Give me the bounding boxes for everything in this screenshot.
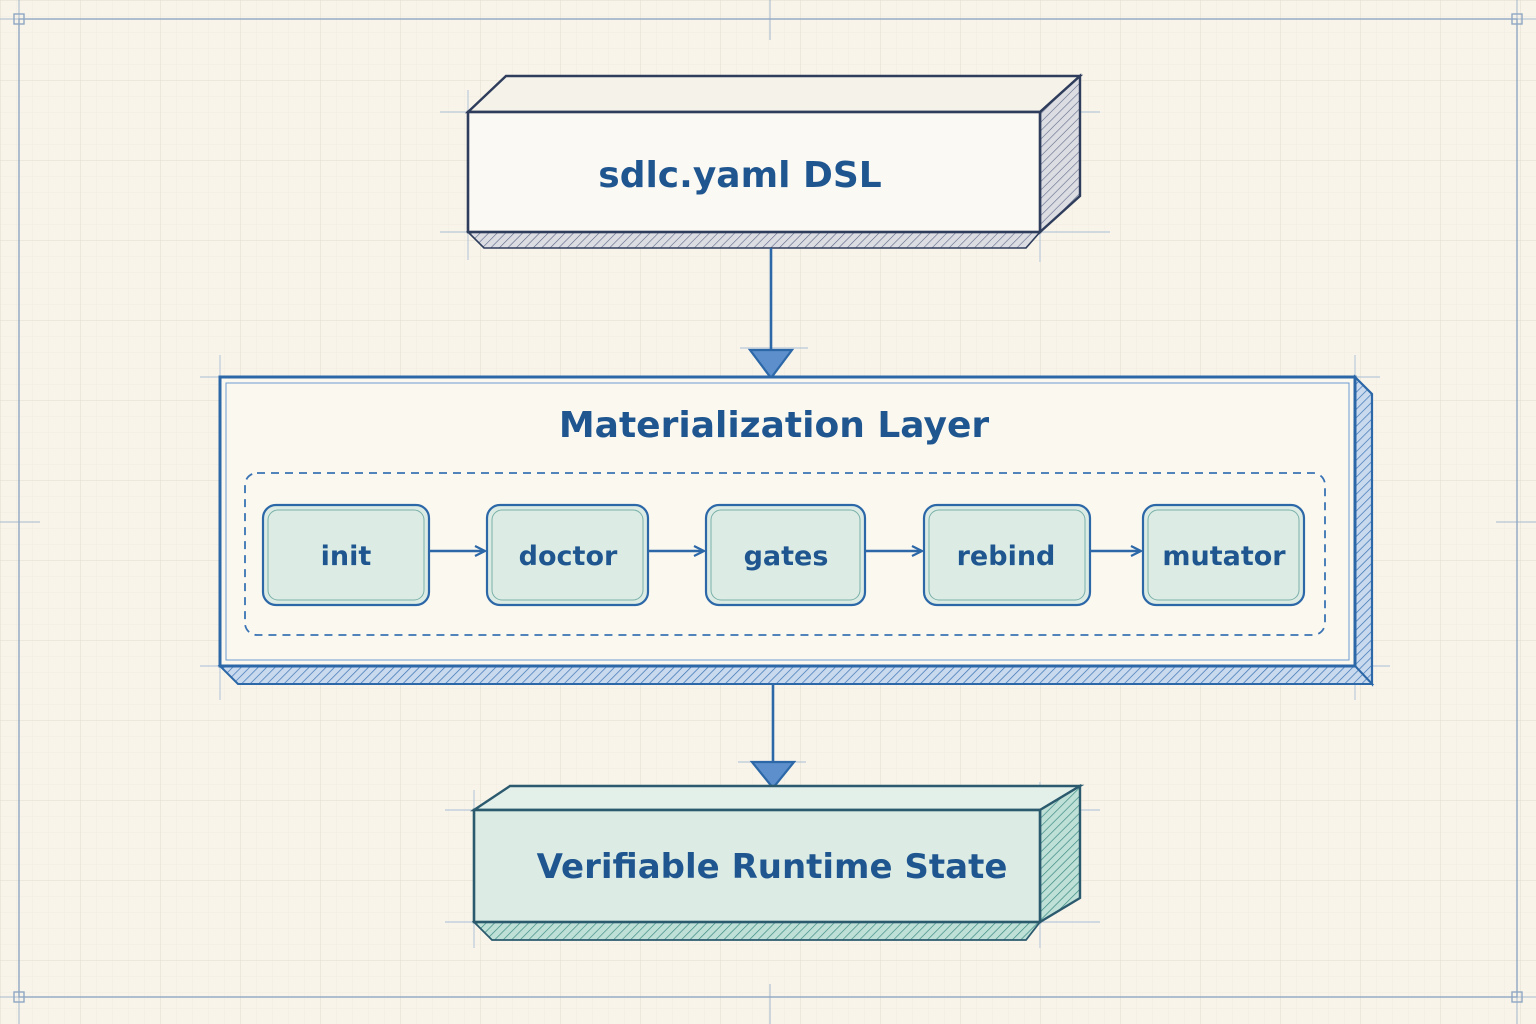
step-label: doctor: [519, 541, 618, 572]
source-block-label: sdlc.yaml DSL: [598, 155, 881, 196]
layer-inner-outline: [225, 382, 1350, 661]
layer-bottom-shadow: [217, 665, 1375, 685]
arrowhead-down-icon: [747, 348, 795, 380]
step-node-mutator: mutator: [1141, 503, 1306, 607]
source-block: sdlc.yaml DSL: [464, 73, 1084, 249]
source-block-bottom-shadow: [466, 231, 1042, 249]
target-block-top-face: [470, 784, 1085, 812]
source-block-top-face: [464, 74, 1084, 114]
target-block: Verifiable Runtime State: [470, 783, 1085, 941]
step-node-rebind: rebind: [922, 503, 1092, 607]
arrowhead-down-icon: [749, 760, 797, 790]
step-label: init: [321, 541, 372, 572]
layer-side-face: [1353, 374, 1374, 687]
source-block-front-face: [466, 110, 1042, 234]
step-label: rebind: [957, 541, 1056, 572]
target-block-label: Verifiable Runtime State: [537, 847, 1008, 887]
target-block-front-face: [472, 808, 1042, 924]
connector-source-to-layer: [747, 248, 795, 380]
materialization-layer: Materialization Layer init doctor gates …: [217, 374, 1375, 687]
target-block-bottom-shadow: [471, 921, 1042, 941]
layer-title: Materialization Layer: [559, 405, 990, 446]
target-block-side-face: [1038, 783, 1082, 925]
step-label: mutator: [1162, 541, 1286, 572]
connector-layer-to-target: [749, 684, 797, 790]
step-label: gates: [744, 541, 829, 572]
step-node-doctor: doctor: [485, 503, 650, 607]
step-node-gates: gates: [704, 503, 867, 607]
step-node-init: init: [261, 503, 431, 607]
